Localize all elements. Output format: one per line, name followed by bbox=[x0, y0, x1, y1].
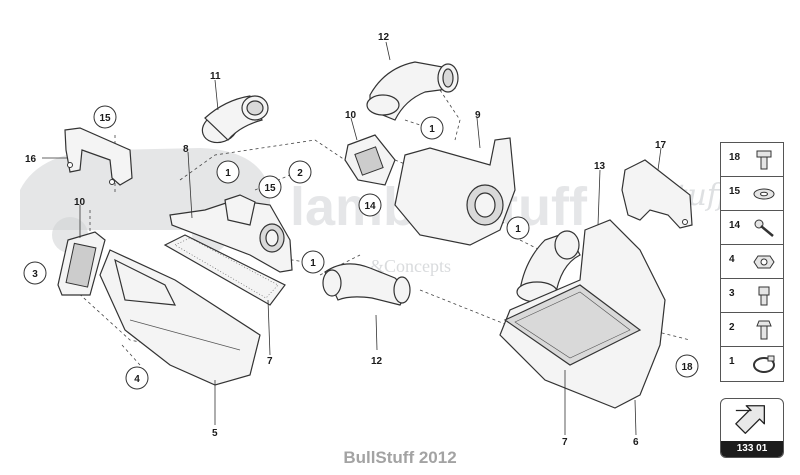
callout-label: 9 bbox=[475, 110, 481, 121]
hose-12-lower bbox=[322, 263, 411, 306]
callout-label: 1 bbox=[515, 224, 521, 235]
callout-4: 4 bbox=[125, 366, 149, 390]
housing-6 bbox=[499, 219, 666, 409]
bracket-16 bbox=[64, 127, 133, 186]
socket-bolt-icon bbox=[758, 286, 770, 306]
callout-label: 3 bbox=[32, 269, 38, 280]
callout-11: 11 bbox=[210, 71, 221, 82]
legend-label: 14 bbox=[729, 220, 741, 231]
callout-6: 6 bbox=[633, 437, 639, 448]
page-reference-number: 133 01 bbox=[721, 441, 783, 457]
air-filter-7-left bbox=[163, 234, 286, 306]
callout-16: 16 bbox=[25, 154, 37, 165]
callout-12-bottom: 12 bbox=[371, 356, 383, 367]
callout-label: 15 bbox=[99, 113, 111, 124]
callout-label: 1 bbox=[310, 258, 316, 269]
legend-row: 15 bbox=[721, 177, 783, 211]
leader-lines bbox=[42, 41, 662, 436]
fastener-legend: 18 15 14 4 3 2 1 bbox=[720, 142, 784, 382]
legend-label: 15 bbox=[729, 186, 741, 197]
legend-row: 14 bbox=[721, 211, 783, 245]
bolt-flange-icon bbox=[756, 150, 772, 170]
legend-row: 4 bbox=[721, 245, 783, 279]
callout-label: 6 bbox=[633, 437, 639, 448]
callout-label: 2 bbox=[297, 168, 303, 179]
legend-row: 3 bbox=[721, 279, 783, 313]
callout-label: 10 bbox=[74, 197, 86, 208]
filter-housing-top-8 bbox=[169, 194, 293, 273]
hose-11 bbox=[201, 95, 269, 144]
callout-15-mid: 15 bbox=[258, 175, 282, 199]
legend-label: 18 bbox=[729, 152, 741, 163]
callout-label: 4 bbox=[134, 374, 140, 385]
callout-10-left: 10 bbox=[74, 197, 86, 208]
callout-12-top: 12 bbox=[378, 32, 390, 43]
callout-label: 10 bbox=[345, 110, 357, 121]
legend-row: 2 bbox=[721, 313, 783, 347]
callout-label: 8 bbox=[183, 144, 189, 155]
callout-3: 3 bbox=[23, 261, 47, 285]
callout-label: 7 bbox=[267, 356, 273, 367]
callout-17: 17 bbox=[655, 140, 667, 151]
hose-13 bbox=[516, 230, 581, 303]
callout-label: 1 bbox=[225, 168, 231, 179]
connector-10-left bbox=[57, 231, 106, 296]
washer-icon bbox=[753, 188, 775, 200]
arrow-icon bbox=[735, 405, 766, 434]
page-reference[interactable]: 133 01 bbox=[720, 398, 784, 458]
legend-label: 4 bbox=[729, 254, 735, 265]
callout-13: 13 bbox=[594, 161, 606, 172]
hex-bolt-icon bbox=[756, 320, 772, 340]
watermark-subtext: &Concepts bbox=[370, 256, 451, 276]
hose-12-upper bbox=[366, 61, 459, 121]
callout-14: 14 bbox=[358, 193, 382, 217]
footer-caption: BullStuff 2012 bbox=[343, 448, 457, 467]
callout-label: 7 bbox=[562, 437, 568, 448]
callout-9: 9 bbox=[475, 110, 481, 121]
connector-10-middle bbox=[344, 134, 396, 186]
callout-10-mid: 10 bbox=[345, 110, 357, 121]
callout-15-top: 15 bbox=[93, 105, 117, 129]
callout-label: 1 bbox=[429, 124, 435, 135]
callout-label: 14 bbox=[364, 201, 376, 212]
callout-18: 18 bbox=[675, 354, 699, 378]
callout-5: 5 bbox=[212, 428, 218, 439]
callout-label: 18 bbox=[681, 362, 693, 373]
callout-label: 12 bbox=[371, 356, 383, 367]
housing-9 bbox=[394, 137, 516, 246]
legend-row: 18 bbox=[721, 143, 783, 177]
callout-label: 13 bbox=[594, 161, 606, 172]
callout-1-a: 1 bbox=[216, 160, 240, 184]
callout-7-left: 7 bbox=[267, 356, 273, 367]
callout-1-b: 1 bbox=[420, 116, 444, 140]
legend-label: 2 bbox=[729, 322, 735, 333]
screw-icon bbox=[754, 219, 774, 237]
legend-label: 1 bbox=[729, 356, 735, 367]
callout-1-d: 1 bbox=[301, 250, 325, 274]
bracket-17 bbox=[621, 159, 693, 229]
callout-8: 8 bbox=[183, 144, 189, 155]
callout-label: 12 bbox=[378, 32, 390, 43]
hose-clamp-icon bbox=[753, 355, 775, 373]
legend-row: 1 bbox=[721, 347, 783, 381]
legend-label: 3 bbox=[729, 288, 735, 299]
callout-label: 17 bbox=[655, 140, 667, 151]
callout-label: 16 bbox=[25, 154, 37, 165]
nut-icon bbox=[753, 255, 775, 269]
callout-label: 5 bbox=[212, 428, 218, 439]
callout-2: 2 bbox=[288, 160, 312, 184]
callout-label: 11 bbox=[210, 71, 221, 82]
callout-label: 15 bbox=[264, 183, 276, 194]
callout-7-right: 7 bbox=[562, 437, 568, 448]
callout-1-c: 1 bbox=[506, 216, 530, 240]
